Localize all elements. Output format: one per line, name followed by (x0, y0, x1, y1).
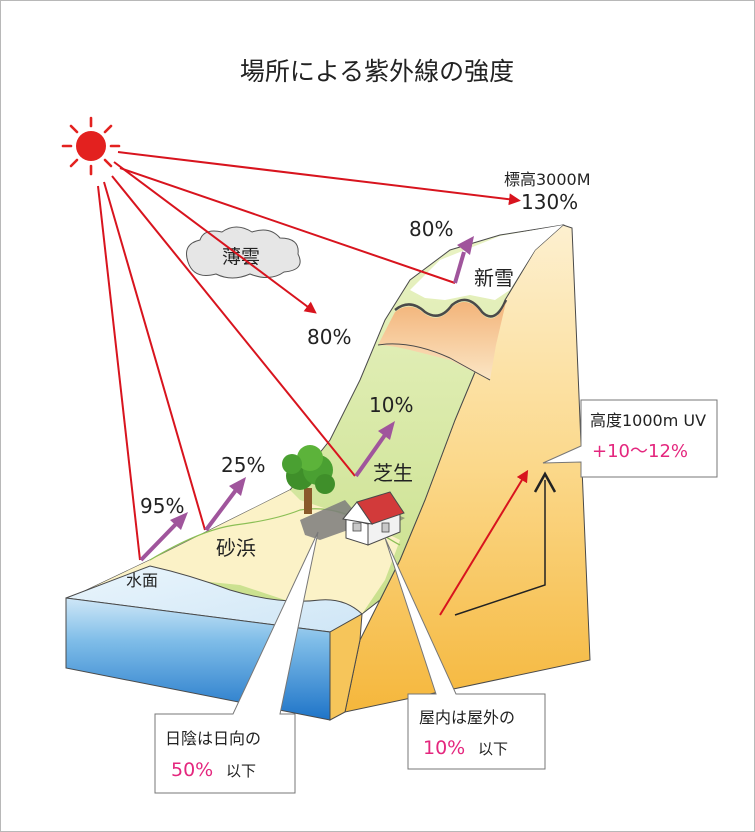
shade-callout: 日陰は日向の 50% 以下 (154, 531, 319, 794)
rock-band-edge (377, 343, 491, 381)
diagram-title: 場所による紫外線の強度 (240, 57, 514, 86)
indoor-callout-line1: 屋内は屋外の (419, 708, 515, 727)
indoor-callout-suffix: 以下 (478, 740, 508, 758)
ground-front (329, 613, 363, 721)
reflect-snow-arrow (453, 236, 474, 284)
indoor-callout-value: 10% (423, 737, 465, 759)
reflect-grass-arrow (354, 421, 395, 478)
ray-water (97, 185, 141, 561)
grass-pct: 10% (369, 393, 413, 417)
altitude-3000-pct: 130% (521, 190, 578, 214)
indoor-callout: 屋内は屋外の 10% 以下 (384, 537, 546, 770)
sun-icon (61, 116, 121, 176)
ray-snow (119, 167, 456, 284)
ray-sand (103, 181, 206, 531)
house-icon (342, 491, 405, 546)
altitude-callout: 高度1000m UV +10～12% (542, 399, 718, 478)
altitude-arrow (454, 471, 557, 616)
reflect-sand-arrow (204, 477, 246, 532)
shade-callout-value: 50% (171, 759, 213, 781)
rock-band (378, 301, 506, 380)
water-pct: 95% (140, 494, 184, 518)
altitude-callout-line2: +10～12% (592, 441, 688, 462)
ray-altitude (117, 151, 521, 206)
reflect-arrows (139, 236, 474, 562)
snow-edge (394, 298, 508, 318)
tree-icon (282, 445, 335, 514)
grass-label: 芝生 (373, 461, 413, 485)
shade-callout-suffix: 以下 (226, 762, 256, 780)
snow-pct: 80% (409, 217, 453, 241)
sun-rays (97, 151, 529, 616)
shade-callout-line1: 日陰は日向の (165, 729, 261, 748)
water-label: 水面 (126, 571, 158, 590)
sand-label: 砂浜 (216, 536, 256, 560)
reflect-water-arrow (139, 512, 188, 562)
altitude-callout-line1: 高度1000m UV (590, 411, 706, 430)
ray-grass (111, 175, 356, 477)
altitude-3000-label: 標高3000M (504, 170, 591, 189)
ray-altitude-inner (439, 469, 529, 616)
cloud-pct: 80% (307, 325, 351, 349)
shade-patch (300, 500, 355, 540)
sand-pct: 25% (221, 453, 265, 477)
snow-label: 新雪 (474, 266, 514, 290)
ray-cloud (113, 161, 317, 314)
